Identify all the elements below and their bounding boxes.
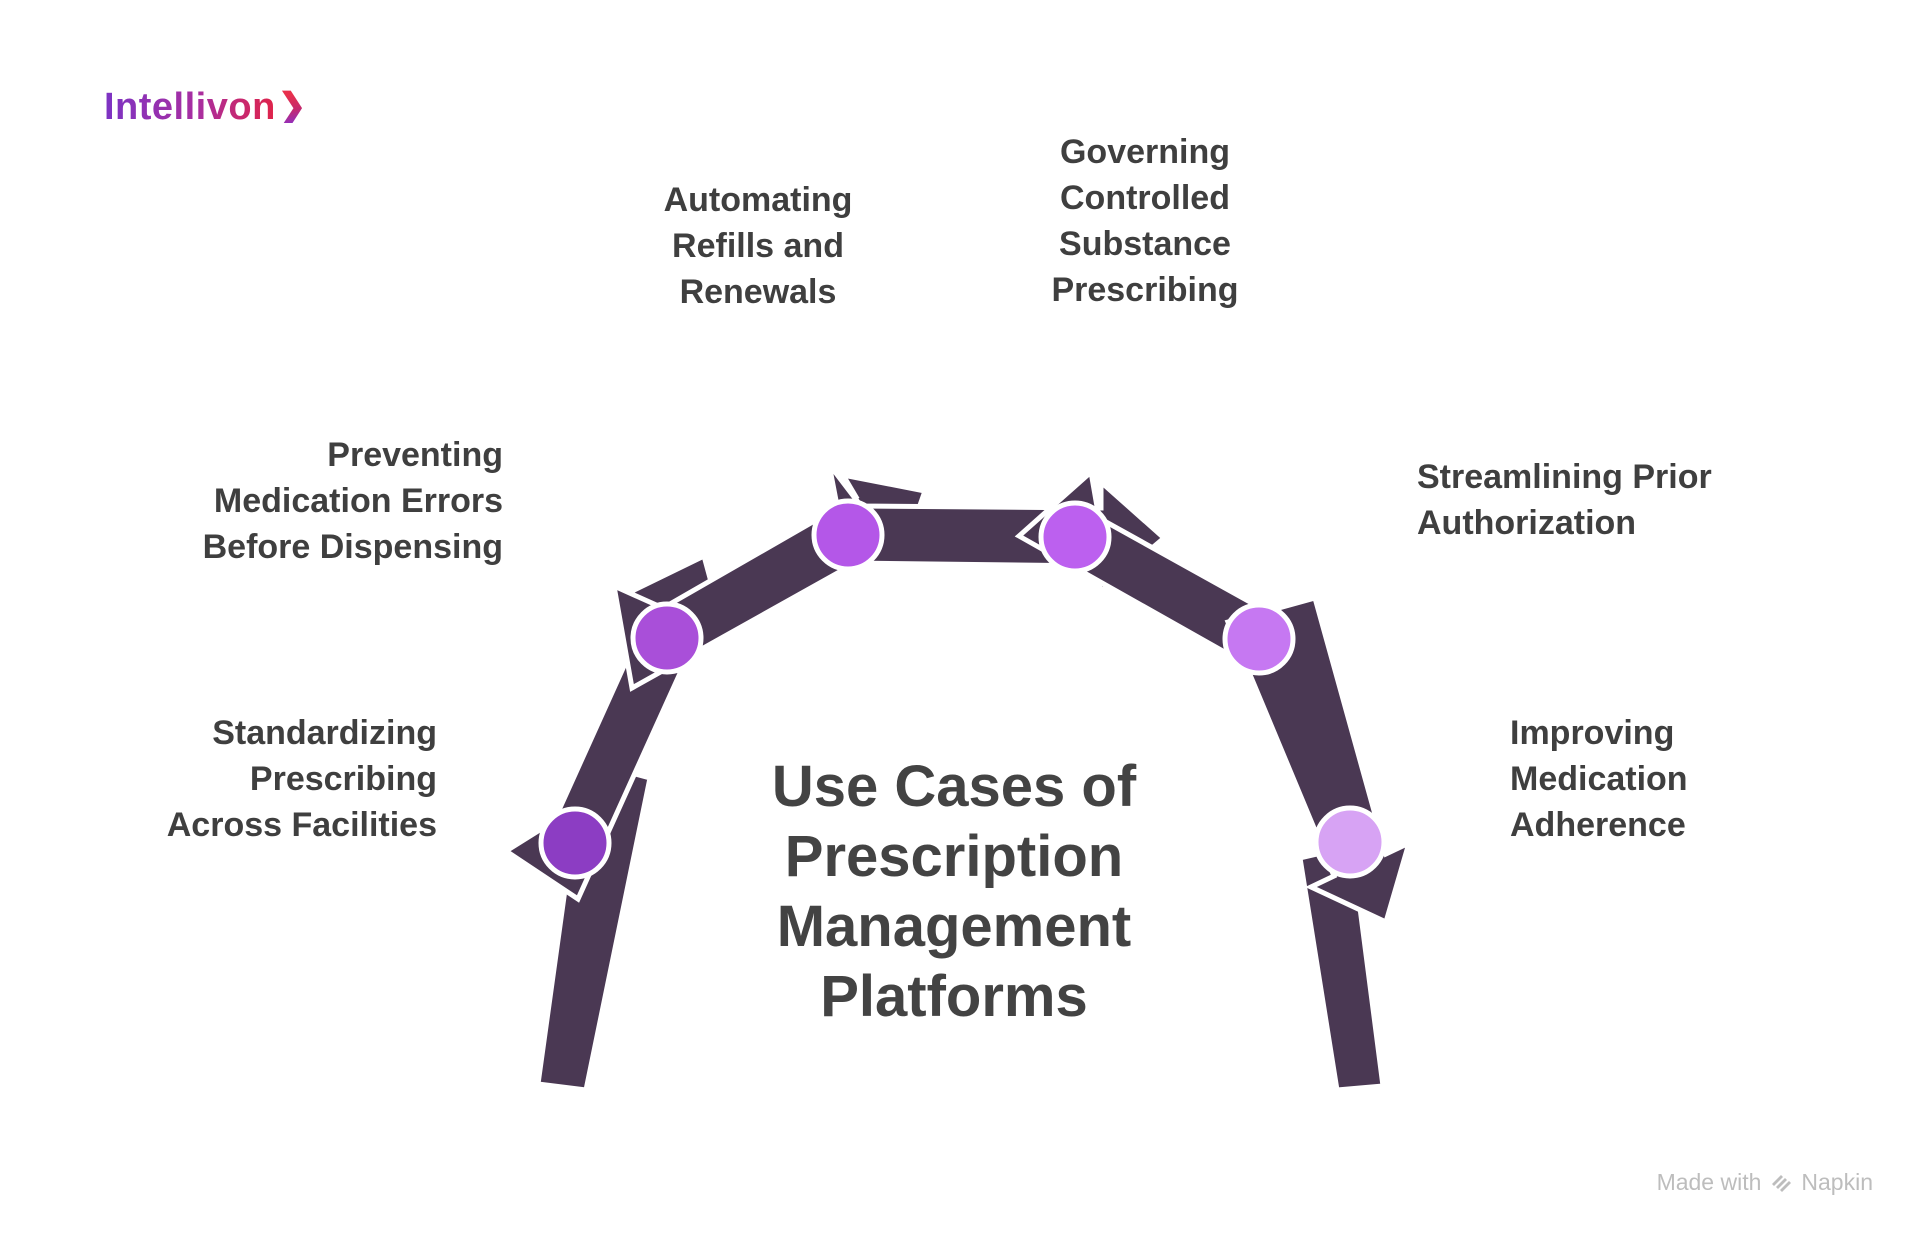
label-line: Controlled [1060, 179, 1230, 217]
label-line: Refills and [672, 227, 844, 265]
label-line: Across Facilities [166, 806, 437, 844]
page-title: Use Cases of Prescription Management Pla… [704, 752, 1204, 1032]
title-line: Prescription [784, 824, 1124, 889]
title-line: Management [776, 894, 1132, 959]
label-line: Medication [1510, 760, 1688, 798]
label-line: Substance [1059, 225, 1231, 263]
intellivon-logo: Intellivon ❯ [104, 86, 306, 129]
label-automating-refills: Automating Refills and Renewals [558, 177, 958, 315]
label-line: Improving [1510, 714, 1675, 752]
arch-node-4 [1038, 500, 1112, 574]
made-with-napkin: Made with Napkin [1657, 1169, 1873, 1196]
label-governing-controlled: Governing Controlled Substance Prescribi… [945, 129, 1345, 313]
label-line: Prescribing [1051, 271, 1239, 309]
title-line: Platforms [820, 964, 1088, 1029]
brand-name: Intellivon [104, 86, 276, 128]
label-line: Adherence [1510, 806, 1686, 844]
arch-node-6 [1313, 805, 1387, 879]
label-improving-adherence: Improving Medication Adherence [1510, 710, 1860, 848]
label-preventing-errors: Preventing Medication Errors Before Disp… [103, 432, 503, 570]
label-line: Standardizing [212, 714, 437, 752]
arch-node-3 [811, 498, 885, 572]
label-line: Automating [663, 181, 853, 219]
label-line: Preventing [327, 436, 503, 474]
arch-node-5 [1222, 602, 1296, 676]
napkin-logo-icon [1772, 1174, 1792, 1192]
label-line: Renewals [679, 273, 837, 311]
label-line: Prescribing [249, 760, 437, 798]
label-line: Medication Errors [213, 482, 503, 520]
title-line: Use Cases of [771, 754, 1137, 819]
label-standardizing-prescribing: Standardizing Prescribing Across Facilit… [87, 710, 437, 848]
label-line: Governing [1059, 133, 1231, 171]
arch-node-2 [630, 601, 704, 675]
label-line: Authorization [1417, 504, 1637, 542]
arch-node-1 [538, 806, 612, 880]
brand-chevron-icon: ❯ [277, 86, 307, 125]
label-line: Streamlining Prior [1417, 458, 1712, 496]
label-streamlining-prior-auth: Streamlining Prior Authorization [1417, 454, 1837, 546]
footer-suffix: Napkin [1801, 1169, 1873, 1195]
footer-prefix: Made with [1656, 1169, 1762, 1195]
label-line: Before Dispensing [202, 528, 503, 566]
